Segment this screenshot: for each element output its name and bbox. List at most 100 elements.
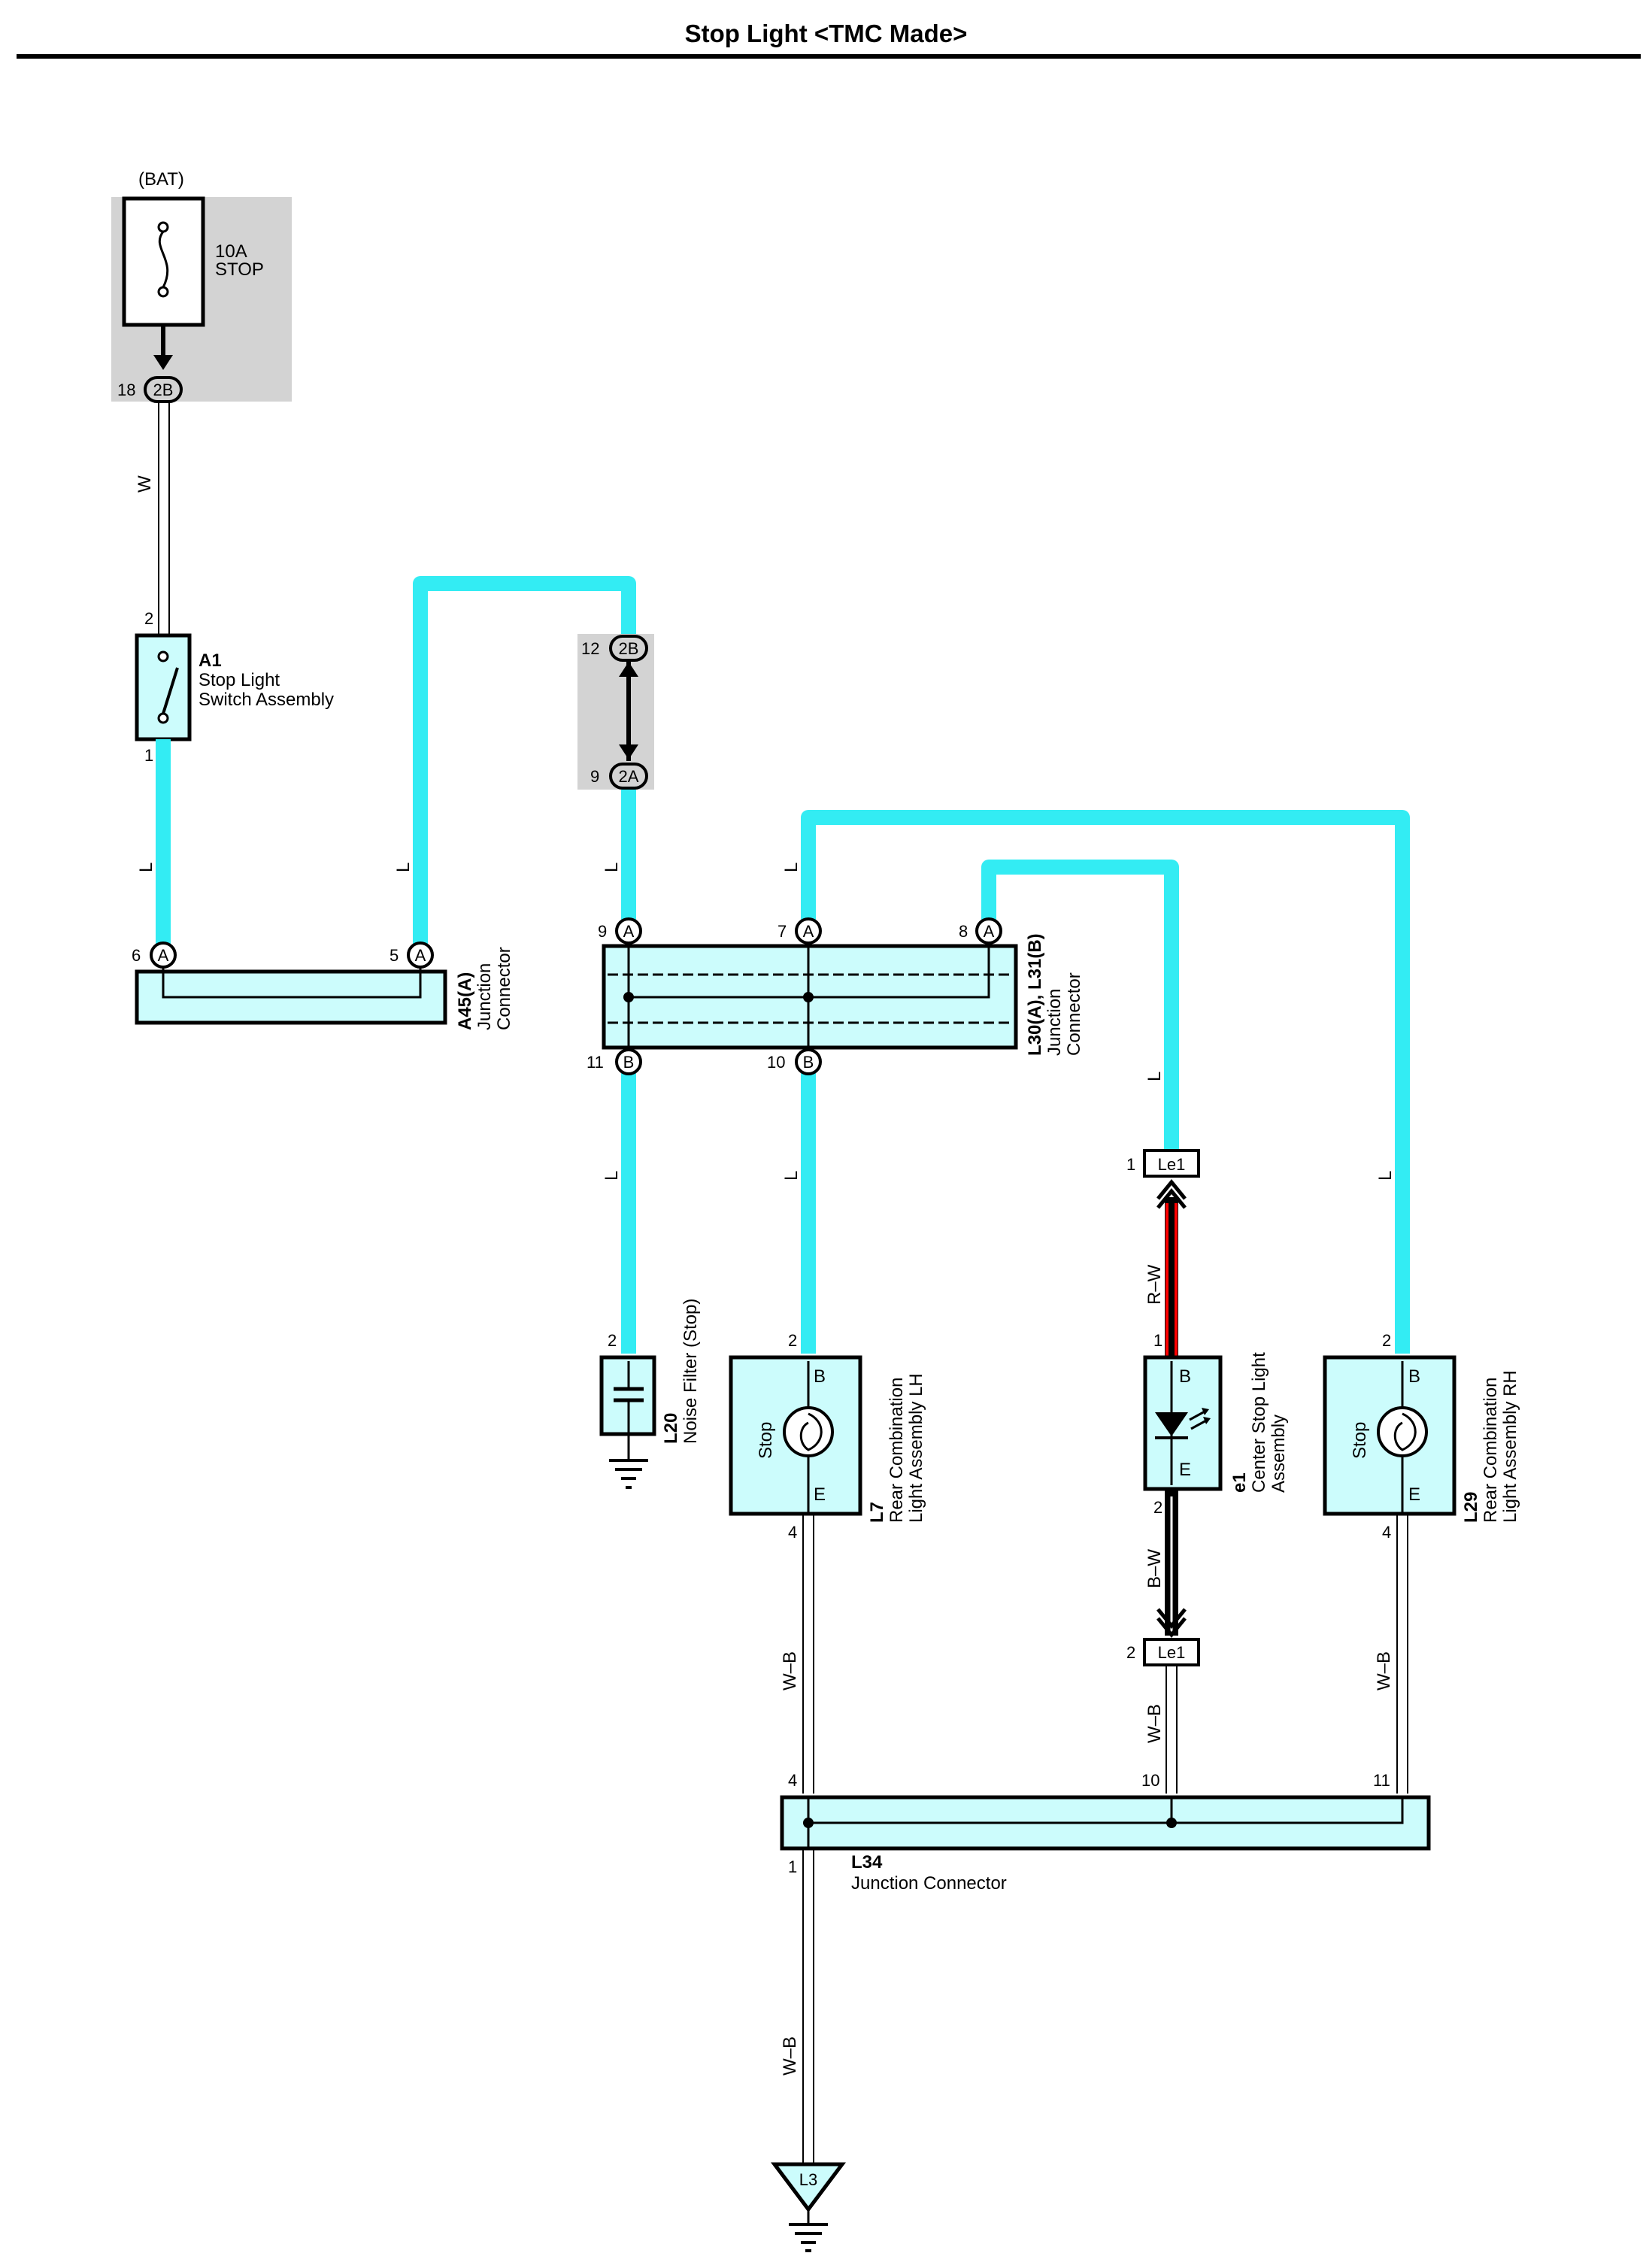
- jb-pin-9: 9: [590, 767, 599, 786]
- l29-rear-combination-rh[interactable]: 2 B E Stop 4 L29 Rear Combination Light …: [1323, 1331, 1520, 1542]
- l30-name-2: Connector: [1064, 972, 1084, 1056]
- svg-text:W–B: W–B: [1144, 1704, 1165, 1743]
- l7-term-e: E: [814, 1484, 826, 1505]
- l34-pin-1: 1: [788, 1857, 797, 1876]
- l30-conn-a8: A: [984, 922, 995, 941]
- l7-pin-2: 2: [788, 1331, 797, 1350]
- svg-text:L: L: [1375, 1171, 1396, 1181]
- l29-id: L29: [1461, 1492, 1481, 1523]
- ground-triangle: [771, 2162, 846, 2213]
- e1-name-2: Assembly: [1269, 1415, 1289, 1493]
- wire-w[interactable]: [158, 402, 170, 635]
- a45-pin-6: 6: [132, 946, 141, 965]
- e1-center-stop-light[interactable]: 1 B E 2 e1 Center Stop Light Assembly: [1143, 1331, 1289, 1517]
- l30-l31-junction-connector[interactable]: A A A B B 9 7 8 11 10 L30(A), L31(B) Jun…: [587, 917, 1084, 1075]
- e1-id: e1: [1229, 1472, 1250, 1493]
- capacitor-icon: [614, 1361, 644, 1459]
- svg-text:L: L: [781, 1171, 802, 1181]
- le1-conn-top: Le1: [1158, 1155, 1186, 1174]
- l20-noise-filter[interactable]: 2 L20 Noise Filter (Stop): [599, 1299, 701, 1489]
- l29-function: Stop: [1350, 1422, 1370, 1459]
- l30-conn-b11: B: [623, 1053, 635, 1072]
- le1-pin-2: 2: [1126, 1643, 1135, 1662]
- l30-conn-a9: A: [623, 922, 635, 941]
- a45-name-2: Connector: [494, 947, 514, 1030]
- l34-name: Junction Connector: [851, 1873, 1007, 1894]
- l7-name-1: Rear Combination: [887, 1378, 907, 1523]
- l30-conn-a7: A: [803, 922, 814, 941]
- page-title: Stop Light <TMC Made>: [684, 20, 968, 47]
- ground-icon: [789, 2223, 828, 2252]
- bat-label: (BAT): [138, 169, 184, 190]
- svg-text:L: L: [602, 863, 622, 872]
- arrow-down-icon: [153, 355, 173, 370]
- chevron-up-icon: [1156, 1179, 1187, 1200]
- l30-pin-9: 9: [598, 922, 607, 941]
- l20-id: L20: [661, 1413, 681, 1444]
- led-icon: [1155, 1408, 1211, 1439]
- e1-name-1: Center Stop Light: [1249, 1352, 1269, 1493]
- junction-block-2b-2a[interactable]: 2B 12 2A 9: [577, 634, 654, 790]
- svg-text:L: L: [781, 863, 802, 872]
- l29-pin-2: 2: [1382, 1331, 1391, 1350]
- l30-name-1: Junction: [1044, 989, 1065, 1056]
- a1-pin-2: 2: [144, 609, 153, 628]
- a45-id: A45(A): [455, 972, 475, 1030]
- switch-icon: [157, 650, 179, 724]
- fuse-pin-18: 18: [117, 381, 135, 399]
- ground-l3[interactable]: L3: [771, 2162, 846, 2252]
- e1-term-b: B: [1179, 1366, 1191, 1387]
- a45-conn-a-left: A: [158, 946, 169, 965]
- fuse-name: STOP: [215, 259, 264, 280]
- l30-id: L30(A), L31(B): [1025, 933, 1045, 1056]
- wires-w-b[interactable]: [802, 1514, 1408, 2164]
- l29-pin-4: 4: [1382, 1523, 1391, 1542]
- bulb-icon: [1377, 1406, 1428, 1457]
- arrow-down-icon: [619, 744, 638, 760]
- wire-labels-l: L L L L L L L L: [136, 863, 1396, 1181]
- l30-pin-8: 8: [959, 922, 968, 941]
- le1-connector-top[interactable]: 1 Le1: [1126, 1149, 1200, 1209]
- a45-junction-connector[interactable]: A A 6 5 A45(A) Junction Connector: [132, 942, 514, 1030]
- l29-term-e: E: [1408, 1484, 1420, 1505]
- l20-name: Noise Filter (Stop): [681, 1299, 701, 1444]
- ground-icon: [609, 1459, 648, 1489]
- l30-pin-7: 7: [778, 922, 787, 941]
- l29-term-b: B: [1408, 1366, 1420, 1387]
- fuse-box[interactable]: [122, 196, 205, 327]
- jb-conn-2a: 2A: [619, 767, 639, 786]
- le1-pin-1: 1: [1126, 1155, 1135, 1174]
- l30-conn-b10: B: [803, 1053, 814, 1072]
- l7-rear-combination-lh[interactable]: 2 B E Stop 4 L7 Rear Combination Light A…: [729, 1331, 926, 1542]
- connector-2b-label: 2B: [153, 381, 174, 399]
- chevron-up-icon: [1156, 1188, 1187, 1209]
- svg-text:L: L: [136, 863, 156, 872]
- l7-id: L7: [867, 1502, 887, 1523]
- l34-id: L34: [851, 1852, 883, 1872]
- e1-term-e: E: [1179, 1460, 1191, 1480]
- a1-name-1: Stop Light: [199, 670, 280, 690]
- jb-conn-2b: 2B: [619, 639, 639, 658]
- arrow-up-icon: [619, 662, 638, 677]
- l7-pin-4: 4: [788, 1523, 797, 1542]
- l29-name-1: Rear Combination: [1481, 1378, 1501, 1523]
- a1-id: A1: [199, 650, 222, 671]
- wire-r-w[interactable]: [1165, 1197, 1178, 1357]
- l34-junction-connector[interactable]: 4 10 11 1 L34 Junction Connector: [780, 1771, 1431, 1894]
- a1-switch[interactable]: 2 A1 Stop Light Switch Assembly 1: [135, 609, 334, 765]
- e1-body: [1143, 1355, 1223, 1491]
- e1-pin-1: 1: [1153, 1331, 1162, 1350]
- a1-pin-1: 1: [144, 746, 153, 765]
- a45-name-1: Junction: [474, 963, 495, 1030]
- fuse-icon: [157, 221, 169, 298]
- a45-pin-5: 5: [390, 946, 399, 965]
- l7-function: Stop: [756, 1422, 776, 1459]
- jb-pin-12: 12: [581, 639, 599, 658]
- le1-conn-bottom: Le1: [1158, 1643, 1186, 1662]
- wires-l[interactable]: [156, 576, 1410, 1354]
- wire-color-w: W: [135, 475, 155, 493]
- le1-connector-bottom[interactable]: 2 Le1: [1126, 1608, 1200, 1666]
- ground-id: L3: [799, 2170, 817, 2189]
- svg-text:L: L: [1144, 1072, 1165, 1081]
